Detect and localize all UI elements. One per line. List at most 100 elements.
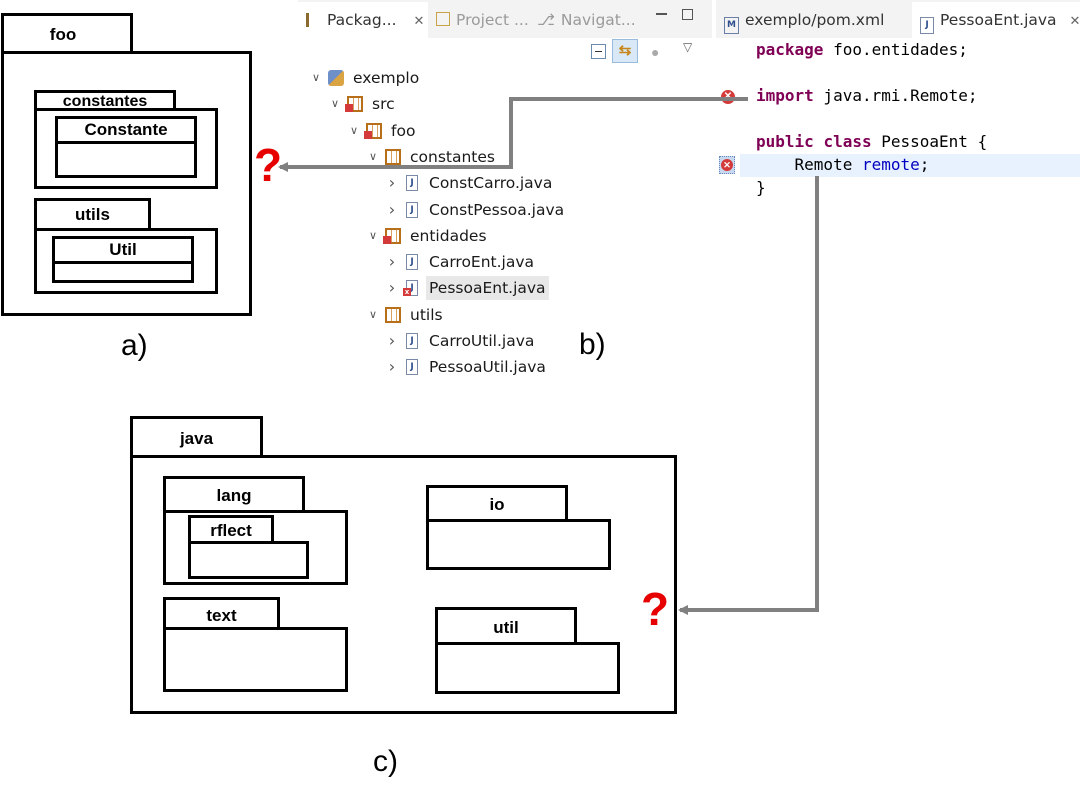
chevron-right-icon[interactable]: › [388,173,396,192]
tree-item-label: utils [410,306,443,324]
tab-pom-xml-label: exemplo/pom.xml [745,11,885,29]
chevron-down-icon[interactable]: ∨ [368,229,378,242]
package-text-tab: text [163,597,280,630]
import-name: java.rmi.Remote; [813,86,978,105]
package-icon [385,307,401,323]
view-menu-icon[interactable]: ▽ [683,40,693,54]
code-line-class[interactable]: public class PessoaEnt { [756,131,987,153]
tree-item[interactable]: › J CarroUtil.java [386,329,596,353]
package-text-body [163,627,348,692]
close-icon[interactable]: ✕ [1069,14,1080,29]
chevron-down-icon[interactable]: ∨ [368,308,378,321]
package-constantes-label: constantes [62,93,148,110]
keyword-package: package [756,40,824,59]
chevron-right-icon[interactable]: › [388,200,396,219]
focus-icon[interactable]: ● [651,44,660,60]
package-io-tab: io [426,485,568,522]
package-lang-tab: lang [163,476,305,513]
code-line-package[interactable]: package foo.entidades; [756,39,968,61]
chevron-down-icon[interactable]: ∨ [311,71,321,84]
error-marker-icon[interactable]: ✕ [721,90,735,104]
java-file-icon: J [406,254,418,270]
package-util-label: util [493,618,519,637]
tree-item[interactable]: ∨ src [329,92,569,116]
package-lang-label: lang [216,486,252,505]
tab-package-explorer-label: Packag... [327,11,397,29]
class-util-box: Util [52,236,194,283]
field-end: ; [919,155,930,174]
code-line-close[interactable]: } [756,177,766,199]
tree-item[interactable]: ∨ exemplo [310,66,560,90]
caption-a: a) [121,329,148,362]
tab-pessoaent-java-label: PessoaEnt.java [940,11,1057,29]
package-io-body [426,519,611,570]
java-file-icon: J [406,333,418,349]
error-marker-icon[interactable]: ✕ [719,156,735,174]
package-text-label: text [206,606,237,625]
tree-item-label: exemplo [353,69,420,87]
tree-item[interactable]: ∨ entidades [367,224,587,248]
class-constante-label: Constante [84,120,168,139]
package-rflect-body [188,541,309,579]
tab-pessoaent-java[interactable]: J PessoaEnt.java ✕ [920,4,1080,36]
chevron-right-icon[interactable]: › [388,357,396,376]
field-name: remote [861,155,920,174]
package-io-label: io [489,495,505,514]
package-explorer-view [298,0,712,381]
chevron-down-icon[interactable]: ∨ [368,150,378,163]
package-foo-label: foo [49,25,77,44]
close-icon[interactable]: ✕ [413,14,425,29]
collapse-all-icon[interactable] [591,44,606,59]
chevron-right-icon[interactable]: › [388,278,396,297]
tree-item-label: src [372,95,395,113]
tree-item-label: ConstCarro.java [429,174,553,192]
class-util-label: Util [109,240,137,259]
minimize-icon[interactable] [656,13,667,15]
link-with-editor-icon[interactable]: ⇆ [612,39,638,63]
tree-item-label: PessoaEnt.java [426,276,549,300]
maximize-icon[interactable] [682,9,693,20]
tab-project-explorer[interactable]: Project ... [436,4,529,36]
tree-item-label: entidades [410,227,487,245]
tab-package-explorer[interactable]: Packag... ✕ [306,4,424,36]
tab-navigator-label: Navigat... [560,11,636,29]
package-utils-label: utils [75,205,110,224]
keyword-public: public [756,132,814,151]
chevron-right-icon[interactable]: › [388,252,396,271]
chevron-right-icon[interactable]: › [388,331,396,350]
package-rflect-label: rflect [210,521,252,540]
package-name: foo.entidades; [823,40,968,59]
tree-item[interactable]: ∨foo [348,119,578,143]
tree-item[interactable]: ∨ utils [367,303,587,327]
java-file-icon: J [406,359,418,375]
class-constante-divider [58,141,194,144]
keyword-import: import [756,86,814,105]
question-mark-a: ? [254,139,283,191]
package-java-tab: java [130,416,263,458]
tab-project-explorer-label: Project ... [456,11,529,29]
tree-item[interactable]: ∨constantes [367,145,587,169]
chevron-down-icon[interactable]: ∨ [349,124,359,137]
field-type: Remote [756,155,862,174]
navigator-icon: ⎇ [537,11,555,29]
package-error-icon [364,123,382,139]
editor-active-tab-bg [912,2,1080,38]
chevron-down-icon[interactable]: ∨ [330,97,340,110]
caption-c: c) [373,745,398,778]
package-explorer-active-tab-bg [298,2,428,38]
tree-item-label: CarroUtil.java [429,332,535,350]
caption-b: b) [579,328,606,361]
package-explorer-icon [306,13,321,27]
keyword-class: class [823,132,872,151]
java-file-icon: J [920,17,934,34]
question-mark-c: ? [641,583,670,635]
code-line-import[interactable]: import java.rmi.Remote; [756,85,978,107]
tab-navigator[interactable]: ⎇ Navigat... [537,4,636,36]
code-line-field[interactable]: Remote remote; [756,154,930,176]
